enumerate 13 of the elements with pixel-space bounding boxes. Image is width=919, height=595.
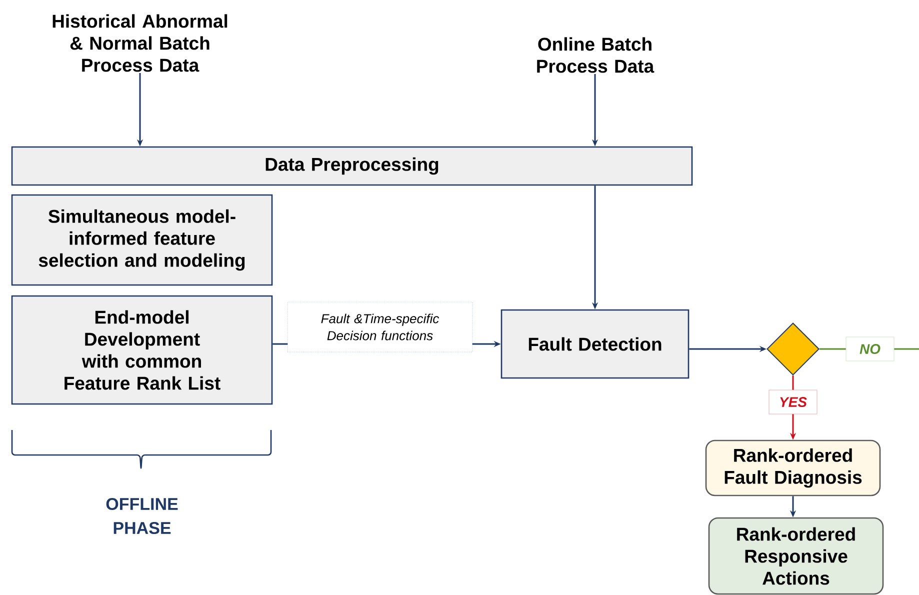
edge-label: Fault &Time-specific Decision functions bbox=[287, 302, 473, 352]
edge-label: NO bbox=[846, 336, 894, 362]
result-box: Rank-ordered Fault Diagnosis bbox=[705, 440, 881, 496]
source-text: Online Batch Process Data bbox=[537, 37, 654, 73]
phase-label: OFFLINE PHASE bbox=[106, 498, 178, 534]
result-box: Rank-ordered Responsive Actions bbox=[708, 517, 884, 595]
process-box: Fault Detection bbox=[500, 309, 690, 379]
decision-diamond bbox=[766, 322, 820, 376]
source-text: Historical Abnormal & Normal Batch Process Data bbox=[52, 14, 228, 72]
edge-label: YES bbox=[768, 390, 818, 414]
process-box: Simultaneous model-informed feature selection and modeling bbox=[11, 194, 273, 286]
process-box: End-model Development with common Feature Rank List bbox=[11, 295, 273, 405]
process-box: Data Preprocessing bbox=[11, 146, 693, 186]
